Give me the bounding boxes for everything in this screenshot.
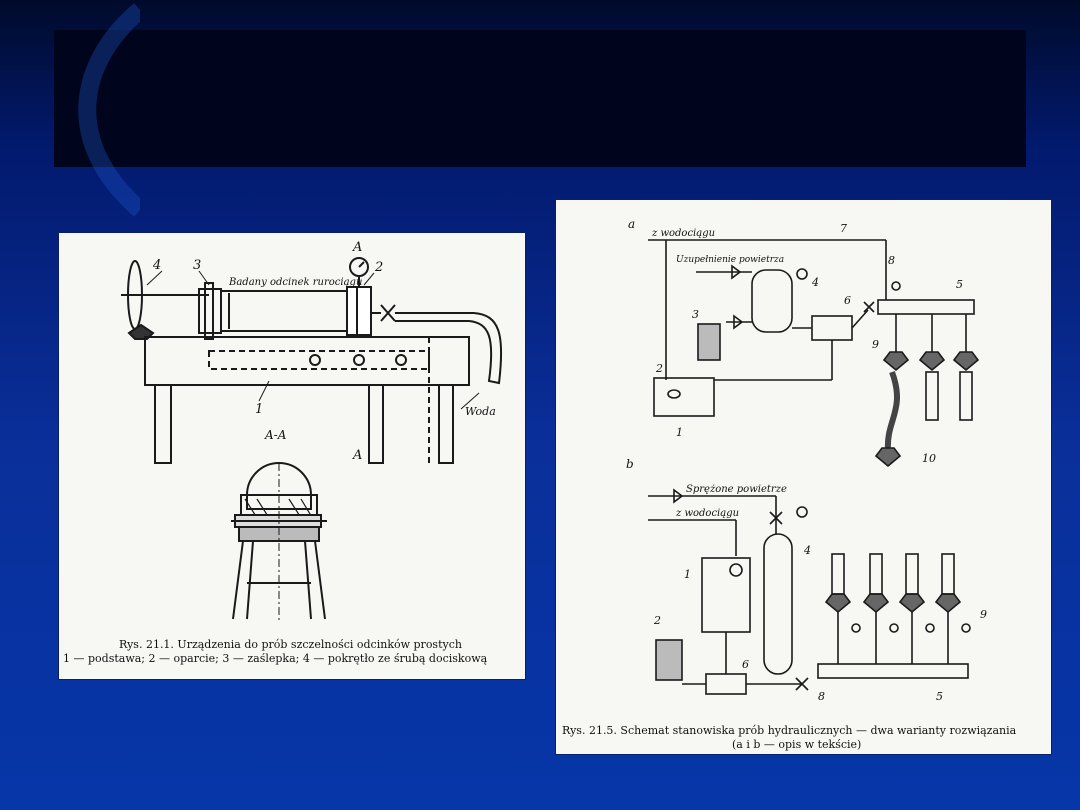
figure2-caption: Rys. 21.5. Schemat stanowiska prób hydra… <box>562 724 1016 752</box>
slide-title-bar <box>54 30 1026 167</box>
variant-b-label-9: 9 <box>980 608 987 621</box>
variant-a-supply-label: z wodociągu <box>651 228 715 239</box>
variant-b-label-4: 4 <box>803 544 811 557</box>
figure-hydraulic-test-stand: a z wodociągu Uzupełnienie powietrza 2 1… <box>556 200 1051 754</box>
fig1-section-title: A-A <box>264 428 287 442</box>
variant-b-label-2: 2 <box>653 614 661 627</box>
variant-a-schematic <box>648 239 980 468</box>
fig1-label-2: 2 <box>374 260 383 275</box>
base-frame <box>144 336 470 386</box>
figure2-drawing: a z wodociągu Uzupełnienie powietrza 2 1… <box>626 217 987 703</box>
variant-b-label-1: 1 <box>684 568 691 581</box>
water-hose <box>468 312 503 385</box>
tank-a-1 <box>653 377 715 417</box>
tested-pipe <box>220 290 352 332</box>
pump-a-6 <box>811 315 853 341</box>
fig1-label-4: 4 <box>152 258 161 273</box>
tank-b-1 <box>701 557 751 633</box>
fig1-section-mark-top: A <box>352 240 362 255</box>
variant-a-label-3: 3 <box>692 308 699 321</box>
variant-a-label-1: 1 <box>676 426 683 439</box>
reservoir-b-2 <box>655 639 683 681</box>
fig1-section-mark-bottom: A <box>352 448 362 463</box>
figure1-caption-line2: 1 — podstawa; 2 — oparcie; 3 — zaślepka;… <box>63 652 488 665</box>
variant-a-letter: a <box>628 217 635 231</box>
figure2-caption-line2: (a i b — opis w tekście) <box>732 738 862 751</box>
variant-a-label-8: 8 <box>888 254 895 267</box>
variant-a-label-7: 7 <box>840 222 847 235</box>
fig1-label-3: 3 <box>193 258 201 273</box>
variant-a-label-9: 9 <box>872 338 879 351</box>
variant-b-letter: b <box>626 457 634 471</box>
manifold-a-5 <box>877 299 975 315</box>
background-swoosh <box>78 3 140 217</box>
column-vessel-b-4 <box>763 533 793 675</box>
variant-b-schematic <box>648 488 971 695</box>
variant-a-label-6: 6 <box>844 294 851 307</box>
variant-a-label-2: 2 <box>655 362 663 375</box>
figure1-drawing: 4 3 2 1 A A Badany odcinek rurociągu Wod… <box>121 240 503 623</box>
figure2-caption-line1: Rys. 21.5. Schemat stanowiska prób hydra… <box>562 724 1017 737</box>
section-a-a <box>231 462 327 623</box>
fig1-pipe-label: Badany odcinek rurociągu <box>228 277 362 288</box>
variant-b-label-8: 8 <box>818 690 825 703</box>
figure1-caption-line1: Rys. 21.1. Urządzenia do prób szczelnośc… <box>119 638 462 651</box>
variant-a-air-label: Uzupełnienie powietrza <box>676 255 784 265</box>
variant-b-label-6: 6 <box>742 658 749 671</box>
variant-b-label-5: 5 <box>936 690 943 703</box>
pressure-vessel-a-4 <box>751 269 793 333</box>
reservoir-a-3 <box>697 323 721 361</box>
variant-a-label-10: 10 <box>922 452 936 465</box>
variant-a-label-4: 4 <box>811 276 819 289</box>
figure1-caption: Rys. 21.1. Urządzenia do prób szczelnośc… <box>63 638 487 666</box>
fig1-water-label: Woda <box>465 405 496 418</box>
fig1-label-1: 1 <box>255 402 263 417</box>
pump-b-6 <box>705 673 747 695</box>
variant-a-label-5: 5 <box>956 278 963 291</box>
pressure-gauge <box>349 257 369 277</box>
variant-b-supply-label: z wodociągu <box>675 508 739 519</box>
manifold-b-5 <box>817 663 969 679</box>
variant-b-compressed-air-label: Sprężone powietrze <box>686 484 787 495</box>
figure-pipe-test-device: 4 3 2 1 A A Badany odcinek rurociągu Wod… <box>59 233 525 679</box>
